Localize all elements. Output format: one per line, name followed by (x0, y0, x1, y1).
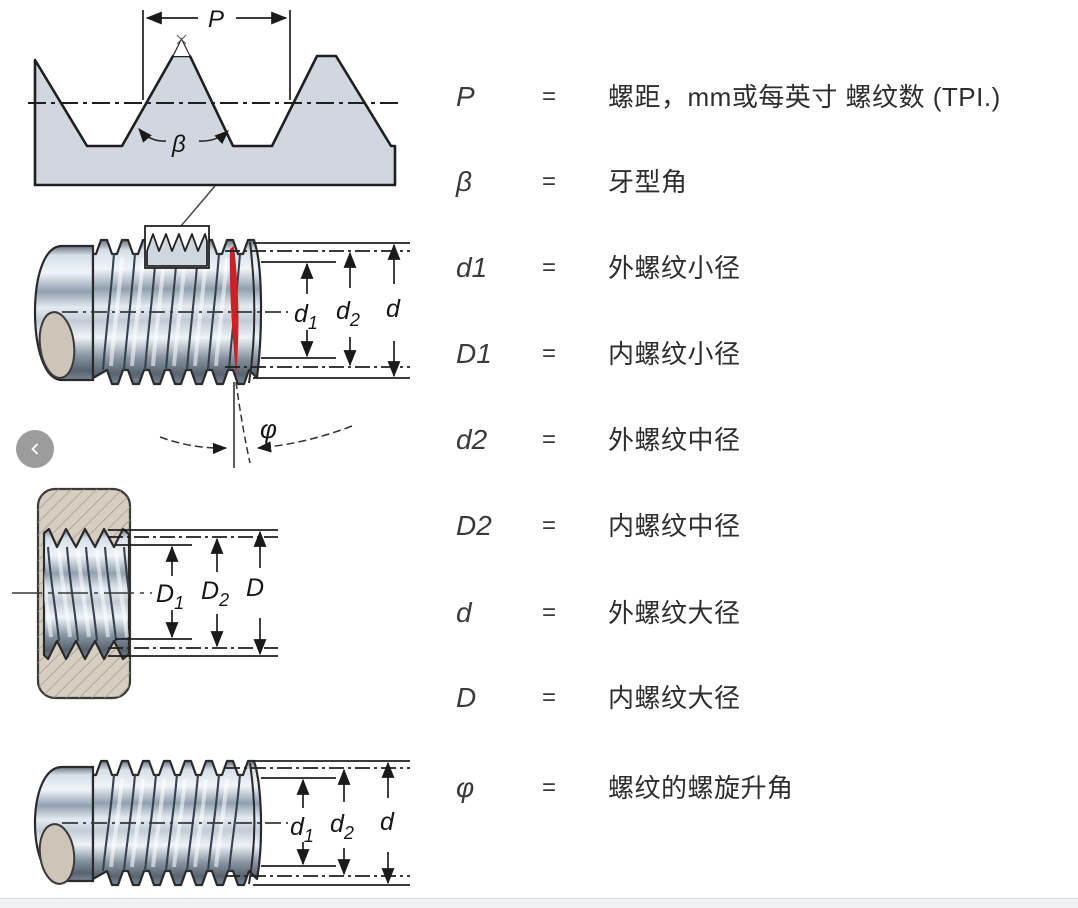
chevron-left-icon (31, 443, 38, 455)
legend-definition: 外螺纹小径 (608, 253, 741, 283)
helix-angle-label: φ (260, 414, 277, 444)
nut-thread-flanks (44, 546, 129, 642)
legend-definition: 内螺纹中径 (608, 511, 741, 541)
thread-terminology-diagrams: P β (12, 6, 410, 887)
external-thread-bottom-diagram: d1 d2 d (33, 759, 410, 887)
screw-thread-flanks-bottom (101, 773, 242, 872)
highlighted-thread-flank (229, 246, 239, 376)
legend-definition: 牙型角 (608, 167, 688, 197)
legend-equals: = (542, 426, 557, 453)
legend-symbol: P (456, 81, 475, 112)
legend-symbol: D (456, 682, 477, 713)
dim-label-d2: d2 (336, 297, 360, 330)
flank-angle-label: β (171, 131, 186, 158)
legend-row-beta: β = 牙型角 (432, 162, 1078, 202)
internal-thread-diagram: D1 D2 D (12, 487, 278, 700)
legend-equals: = (542, 599, 557, 626)
dim-label-d2-bottom: d2 (330, 810, 354, 843)
screw-end-chamfer-line (248, 241, 256, 384)
dim-label-d1: d1 (294, 300, 318, 333)
sharp-crest-outline (172, 37, 191, 57)
legend-equals: = (542, 340, 557, 367)
legend: P = 螺距，mm或每英寸 螺纹数 (TPI.) β = 牙型角 d1 = 外螺… (432, 0, 1078, 908)
screw-end-chamfer-line-bottom (248, 762, 256, 885)
legend-definition: 外螺纹大径 (608, 598, 741, 628)
legend-symbol: D1 (456, 338, 492, 369)
dim-label-D2: D2 (201, 577, 229, 610)
bottom-bar (0, 898, 1078, 908)
legend-row-D2: D2 = 内螺纹中径 (432, 506, 1078, 546)
legend-row-phi: φ = 螺纹的螺旋升角 (432, 768, 1078, 808)
dim-label-d-bottom: d (380, 808, 395, 836)
screw-end-face-bottom (38, 823, 76, 885)
legend-symbol: d1 (456, 252, 488, 283)
legend-symbol: β (456, 166, 472, 197)
thread-profile-shape (33, 54, 397, 187)
dim-label-d1-bottom: d1 (290, 813, 314, 846)
carousel-previous-button[interactable] (16, 430, 54, 468)
legend-equals: = (542, 512, 557, 539)
legend-definition: 外螺纹中径 (608, 425, 741, 455)
legend-equals: = (542, 684, 557, 711)
legend-definition: 螺距，mm或每英寸 螺纹数 (TPI.) (608, 82, 1001, 112)
pitch-dimension: P (142, 6, 291, 100)
sharp-crest-mark (176, 34, 187, 45)
screw-dimensions-bottom: d1 d2 d (225, 760, 410, 886)
external-thread-diagram: d1 d2 d φ (33, 225, 410, 468)
legend-row-d1: d1 = 外螺纹小径 (432, 248, 1078, 288)
legend-symbol: D2 (456, 510, 492, 541)
flank-angle-annotation: β (138, 128, 229, 158)
legend-equals: = (542, 774, 557, 801)
legend-definition: 螺纹的螺旋升角 (608, 773, 794, 803)
legend-row-P: P = 螺距，mm或每英寸 螺纹数 (TPI.) (432, 77, 1078, 117)
dim-label-d: d (386, 295, 401, 323)
legend-equals: = (542, 168, 557, 195)
legend-symbol: d (456, 597, 472, 628)
screw-end-face (38, 311, 76, 379)
helix-angle-annotation: φ (159, 381, 353, 468)
screw-dimensions: d1 d2 d (225, 242, 410, 379)
legend-symbol: φ (456, 772, 475, 803)
dim-label-D: D (246, 574, 264, 602)
legend-equals: = (542, 83, 557, 110)
legend-row-d2: d2 = 外螺纹中径 (432, 420, 1078, 460)
legend-definition: 内螺纹大径 (608, 683, 741, 713)
legend-equals: = (542, 254, 557, 281)
nut-dimensions: D1 D2 D (108, 529, 278, 657)
profile-callout (144, 225, 210, 269)
legend-row-D: D = 内螺纹大径 (432, 678, 1078, 718)
legend-row-d: d = 外螺纹大径 (432, 593, 1078, 633)
thread-profile-diagram: P β (28, 6, 400, 227)
dim-label-D1: D1 (156, 580, 184, 613)
legend-row-D1: D1 = 内螺纹小径 (432, 334, 1078, 374)
callout-leader-line (180, 185, 216, 227)
pitch-label: P (208, 6, 224, 33)
legend-symbol: d2 (456, 424, 488, 455)
legend-definition: 内螺纹小径 (608, 339, 741, 369)
